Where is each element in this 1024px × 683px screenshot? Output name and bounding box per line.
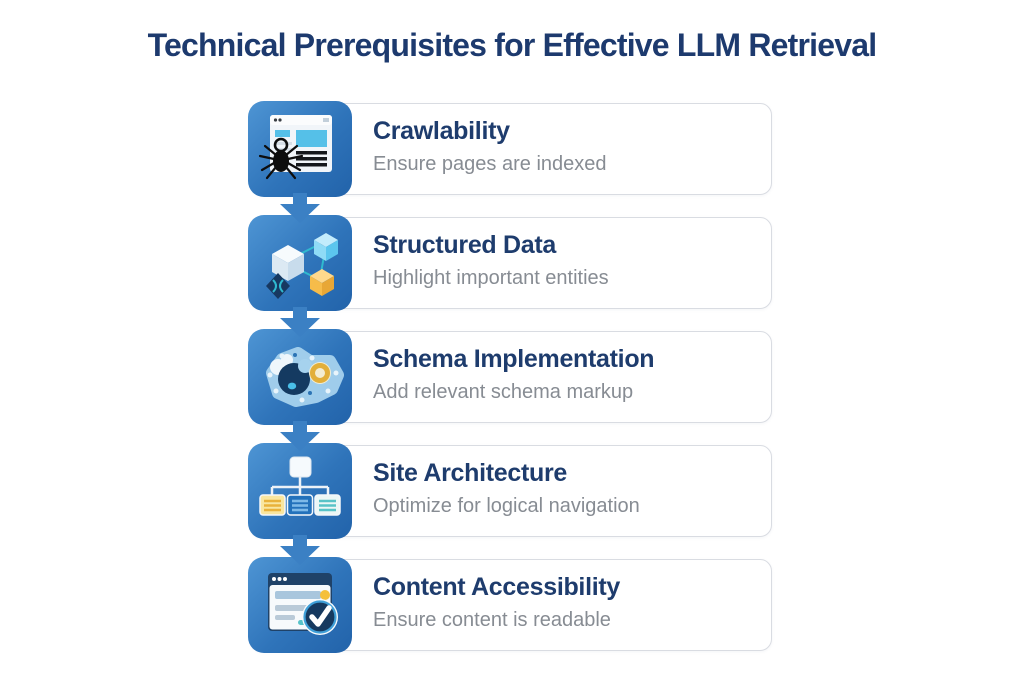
linked-cubes-icon — [266, 233, 338, 299]
down-arrow-icon — [278, 421, 322, 451]
step-icon-tile — [248, 557, 352, 653]
down-arrow-icon — [278, 535, 322, 565]
step-row-structured-data: Structured Data Highlight important enti… — [248, 193, 772, 311]
step-subtitle: Ensure content is readable — [373, 609, 611, 631]
step-icon-tile — [248, 215, 352, 311]
sitemap-icon — [259, 456, 341, 516]
step-title: Crawlability — [373, 117, 510, 145]
page-title: Technical Prerequisites for Effective LL… — [147, 27, 877, 63]
step-row-schema-implementation: Schema Implementation Add relevant schem… — [248, 307, 772, 425]
spider-webpage-icon — [258, 115, 332, 180]
gear-blob-icon — [266, 347, 344, 407]
step-title: Site Architecture — [373, 459, 568, 487]
checked-page-icon — [268, 573, 338, 635]
step-texts: Schema Implementation Add relevant schem… — [373, 344, 655, 405]
step-row-site-architecture: Site Architecture Optimize for logical n… — [248, 421, 772, 539]
step-texts: Site Architecture Optimize for logical n… — [373, 458, 640, 519]
step-texts: Crawlability Ensure pages are indexed — [373, 116, 607, 177]
step-subtitle: Add relevant schema markup — [373, 381, 634, 403]
step-texts: Structured Data Highlight important enti… — [373, 230, 609, 291]
step-title: Content Accessibility — [373, 573, 620, 601]
step-subtitle: Highlight important entities — [373, 267, 609, 289]
step-row-content-accessibility: Content Accessibility Ensure content is … — [248, 535, 772, 653]
step-subtitle: Optimize for logical navigation — [373, 495, 640, 517]
step-icon-tile — [248, 443, 352, 539]
step-texts: Content Accessibility Ensure content is … — [373, 572, 620, 633]
down-arrow-icon — [278, 307, 322, 337]
steps-list: Crawlability Ensure pages are indexed — [248, 101, 772, 673]
step-icon-tile — [248, 101, 352, 197]
step-title: Schema Implementation — [373, 345, 655, 373]
step-icon-tile — [248, 329, 352, 425]
step-subtitle: Ensure pages are indexed — [373, 153, 607, 175]
step-title: Structured Data — [373, 231, 557, 259]
step-row-crawlability: Crawlability Ensure pages are indexed — [248, 101, 772, 197]
down-arrow-icon — [278, 193, 322, 223]
